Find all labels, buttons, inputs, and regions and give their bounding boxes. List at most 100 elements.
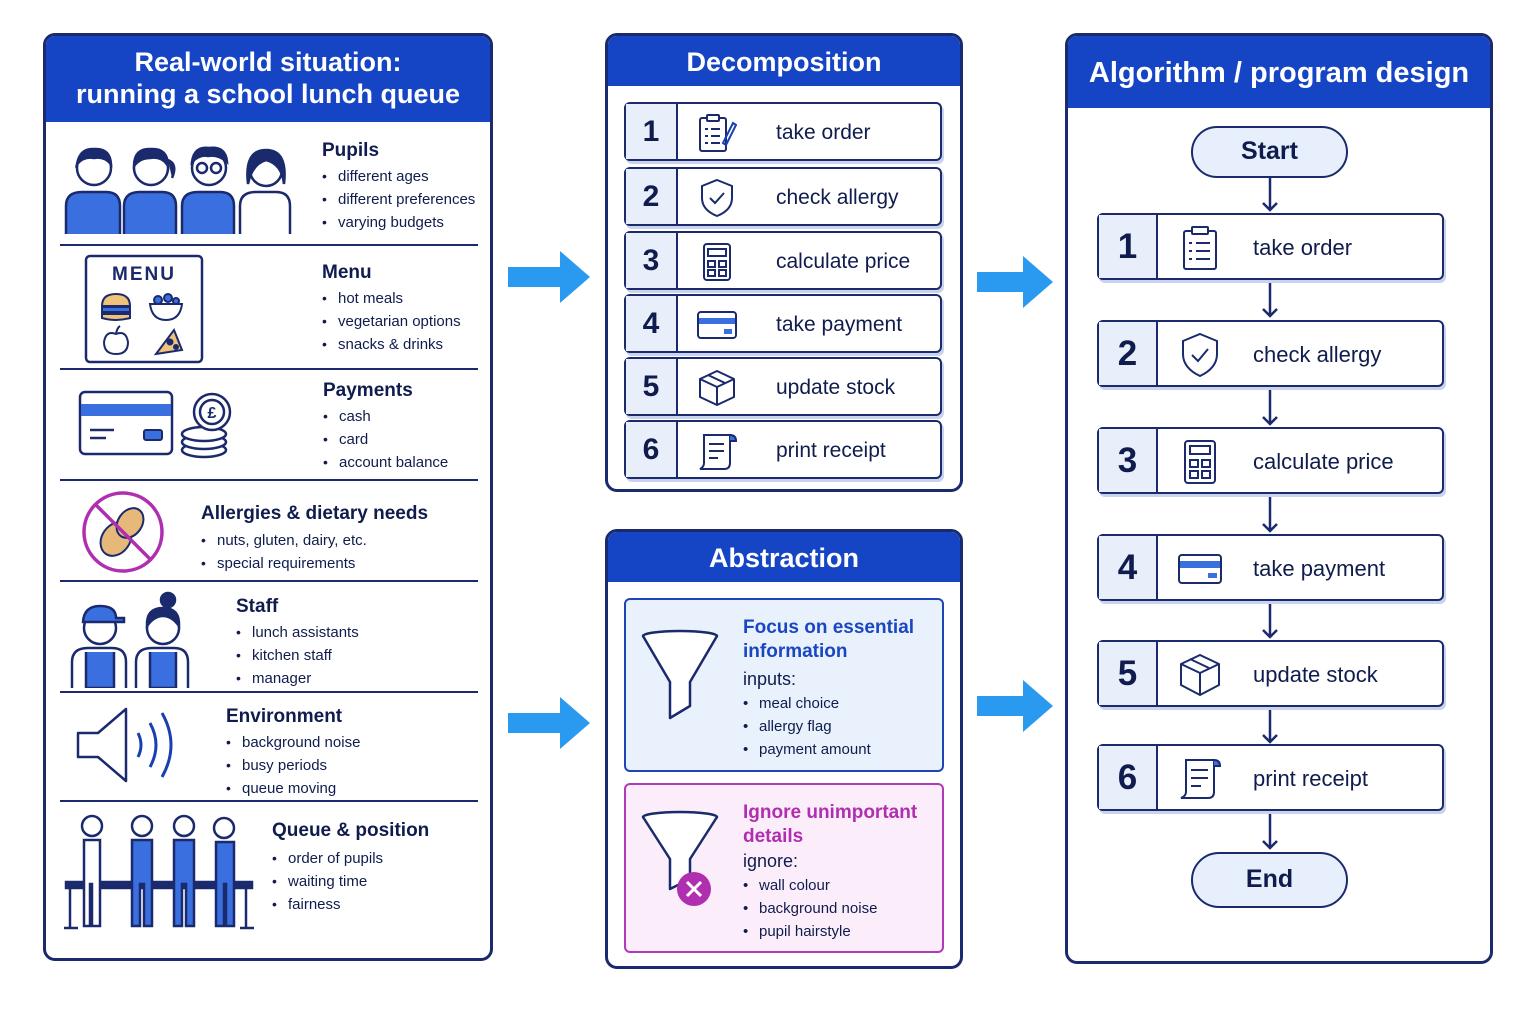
abstraction-title: Abstraction: [608, 532, 960, 582]
section-pupils: Pupils different ages different preferen…: [60, 122, 478, 246]
list-item: waiting time: [272, 870, 383, 893]
ignore-heading: Ignore unimportant details: [743, 802, 918, 847]
queue-title: Queue & position: [272, 820, 430, 841]
step-number: 6: [1099, 746, 1158, 809]
arrow-to-abstraction: [508, 697, 590, 749]
step-number: 4: [626, 296, 678, 351]
list-item: different ages: [322, 165, 475, 188]
list-item: account balance: [323, 451, 448, 474]
list-item: payment amount: [743, 738, 871, 761]
staff-title: Staff: [236, 596, 279, 617]
svg-text:£: £: [208, 405, 217, 422]
speaker-icon: [76, 707, 173, 783]
algo-step-4: 4 take payment: [1097, 534, 1444, 601]
list-item: special requirements: [201, 552, 367, 575]
arrow-to-decomposition: [508, 251, 590, 303]
flow-connectors: [1262, 178, 1278, 850]
menu-board-text: MENU: [112, 264, 176, 285]
allergies-list: nuts, gluten, dairy, etc. special requir…: [201, 529, 367, 575]
menu-board-icon: MENU: [84, 254, 204, 364]
start-node: Start: [1191, 126, 1348, 178]
clipboard-icon: [1183, 226, 1217, 270]
step-label: take order: [776, 121, 871, 144]
receipt-icon: [699, 434, 738, 470]
step-label: take order: [1253, 235, 1353, 260]
decomp-step-5: 5 update stock: [624, 357, 942, 416]
environment-list: background noise busy periods queue movi…: [226, 731, 360, 800]
list-item: background noise: [743, 897, 877, 920]
step-number: 2: [626, 169, 678, 224]
step-number: 3: [626, 233, 678, 288]
list-item: wall colour: [743, 874, 877, 897]
allergies-title: Allergies & dietary needs: [201, 503, 429, 524]
algo-step-3: 3 calculate price: [1097, 427, 1444, 494]
staff-icon: [70, 591, 190, 688]
list-item: cash: [323, 405, 448, 428]
essential-info-heading: Focus on essential information: [743, 617, 915, 662]
list-item: varying budgets: [322, 211, 475, 234]
decomp-step-1: 1 take order: [624, 102, 942, 161]
step-label: update stock: [1253, 662, 1378, 687]
section-environment: Environment background noise busy period…: [60, 693, 478, 802]
section-staff: Staff lunch assistants kitchen staff man…: [60, 582, 478, 693]
clipboard-icon: [699, 114, 738, 152]
list-item: pupil hairstyle: [743, 920, 877, 943]
funnel-x-icon: [641, 810, 719, 906]
essential-info-box: Focus on essential information inputs: m…: [624, 598, 944, 772]
list-item: card: [323, 428, 448, 451]
abstraction-panel: Abstraction Focus on essential informati…: [605, 529, 963, 969]
menu-title: Menu: [322, 262, 372, 283]
no-nuts-icon: [82, 491, 164, 573]
step-number: 6: [626, 422, 678, 477]
receipt-icon: [1180, 759, 1222, 799]
list-item: meal choice: [743, 692, 871, 715]
real-world-title-line2: running a school lunch queue: [75, 79, 460, 110]
queue-list: order of pupils waiting time fairness: [272, 847, 383, 916]
step-number: 5: [626, 359, 678, 414]
inputs-label: inputs:: [743, 669, 797, 689]
arrow-decomposition-to-algorithm: [977, 256, 1053, 308]
section-allergies: Allergies & dietary needs nuts, gluten, …: [60, 481, 478, 582]
list-item: background noise: [226, 731, 360, 754]
section-menu: MENU Menu hot meals vegetarian options s…: [60, 246, 478, 370]
box-icon: [699, 370, 735, 406]
real-world-header: Real-world situation: running a school l…: [46, 36, 490, 122]
ignore-list: wall colour background noise pupil hairs…: [743, 874, 877, 943]
algo-step-5: 5 update stock: [1097, 640, 1444, 707]
end-node: End: [1191, 852, 1348, 908]
list-item: lunch assistants: [236, 621, 359, 644]
list-item: nuts, gluten, dairy, etc.: [201, 529, 367, 552]
step-number: 1: [626, 104, 678, 159]
decomposition-title: Decomposition: [608, 36, 960, 86]
list-item: manager: [236, 667, 359, 690]
payment-card-coins-icon: £: [78, 390, 232, 459]
algo-step-1: 1 take order: [1097, 213, 1444, 280]
real-world-panel: Real-world situation: running a school l…: [43, 33, 493, 961]
calculator-icon: [1184, 440, 1216, 484]
step-label: calculate price: [1253, 449, 1394, 474]
list-item: snacks & drinks: [322, 333, 461, 356]
list-item: busy periods: [226, 754, 360, 777]
step-label: check allergy: [776, 186, 899, 209]
payments-title: Payments: [323, 380, 413, 401]
menu-list: hot meals vegetarian options snacks & dr…: [322, 287, 461, 356]
step-number: 2: [1099, 322, 1158, 385]
step-label: take payment: [776, 313, 903, 336]
pupils-list: different ages different preferences var…: [322, 165, 475, 234]
step-number: 1: [1099, 215, 1158, 278]
funnel-icon: [641, 629, 719, 720]
step-label: check allergy: [1253, 342, 1382, 367]
step-label: print receipt: [776, 439, 886, 462]
shield-check-icon: [701, 178, 733, 218]
box-icon: [1180, 654, 1220, 696]
ignore-details-box: Ignore unimportant details ignore: wall …: [624, 783, 944, 953]
algorithm-title: Algorithm / program design: [1068, 36, 1490, 108]
decomp-step-2: 2 check allergy: [624, 167, 942, 226]
step-number: 4: [1099, 536, 1158, 599]
calculator-icon: [703, 243, 731, 281]
real-world-title-line1: Real-world situation:: [134, 47, 402, 77]
ignore-label: ignore:: [743, 851, 799, 871]
decomp-step-4: 4 take payment: [624, 294, 942, 353]
step-label: print receipt: [1253, 766, 1368, 791]
card-icon: [697, 311, 737, 339]
